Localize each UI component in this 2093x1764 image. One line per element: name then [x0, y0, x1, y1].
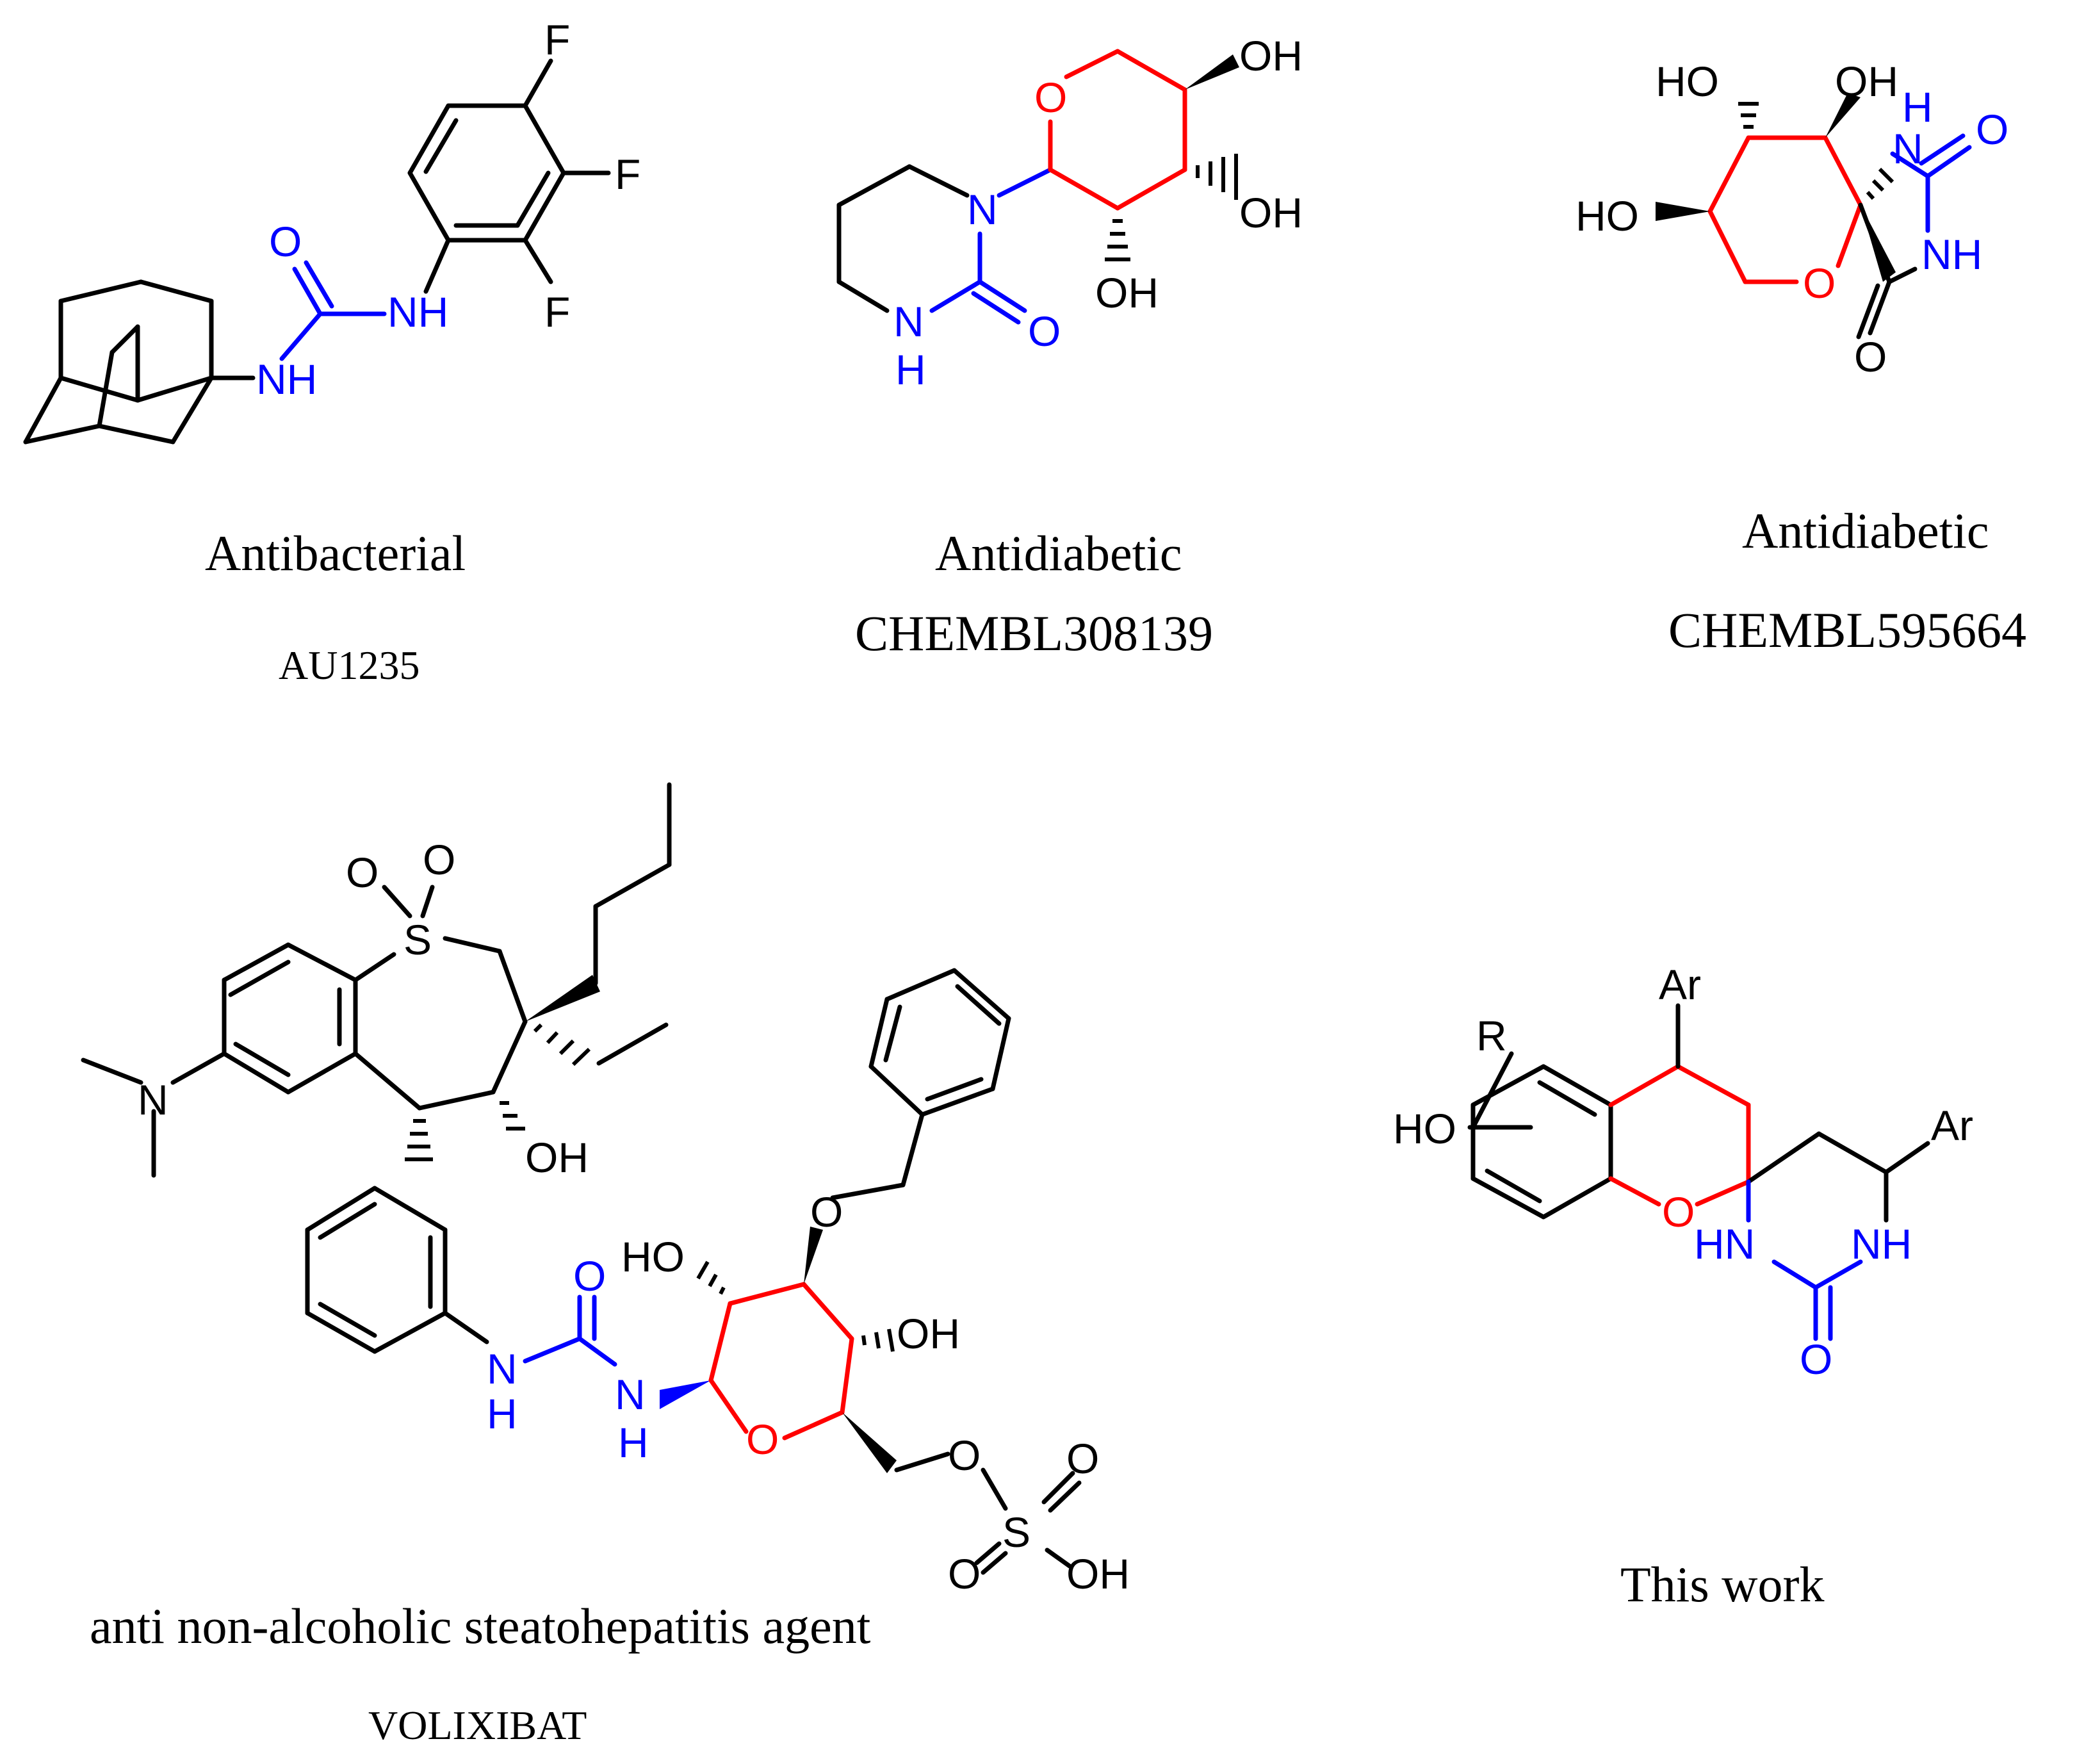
trifluorophenyl-ring: [407, 58, 611, 284]
atom-sulfate-o3: O: [1066, 1435, 1099, 1482]
atom-s: S: [403, 916, 432, 963]
chroman-core: [1467, 1003, 1930, 1341]
atom-ho1: HO: [1656, 58, 1719, 105]
atom-nh-n: N: [893, 298, 924, 345]
atom-nh-adamantyl: NH: [256, 355, 317, 403]
atom-oh1: OH: [1835, 58, 1898, 105]
atom-oh1: OH: [1239, 32, 1303, 79]
atom-carbonyl-o2: O: [1854, 333, 1887, 380]
atom-nh2-n: N: [615, 1371, 646, 1418]
atom-carbonyl-o: O: [1800, 1335, 1832, 1383]
compound-volixibat: O O S N OH HO O OH O N H N H O O S O O O…: [81, 782, 1130, 1748]
atom-f1: F: [544, 16, 570, 63]
pyranose-ring: [1048, 49, 1187, 211]
activity-label: Antibacterial: [205, 525, 466, 581]
atom-f3: F: [544, 288, 570, 336]
atom-hn: HN: [1694, 1220, 1755, 1268]
glucose-ring: [708, 1282, 854, 1441]
atom-sulfate-o4: O: [948, 1550, 981, 1597]
atom-sulfonyl-o2: O: [423, 836, 455, 883]
wedge-bond: [842, 1412, 897, 1473]
atom-ho: HO: [621, 1233, 685, 1280]
atom-oh2: OH: [1239, 189, 1303, 236]
compound-chembl308139: O OH OH OH N N H O Antidiabetic CHEMBL30…: [836, 32, 1303, 661]
phenyl-ring: [305, 1186, 489, 1354]
atom-ho: HO: [1393, 1105, 1456, 1152]
adamantane-cage: [23, 279, 256, 445]
atom-nh-h: H: [895, 346, 926, 393]
hashed-bonds: [696, 1261, 895, 1352]
atom-urea-o: O: [573, 1252, 606, 1300]
atom-ring-o: O: [1034, 74, 1067, 121]
atom-ring-o: O: [1803, 259, 1836, 307]
atom-nh1-h: H: [487, 1390, 517, 1437]
atom-ho2: HO: [1576, 192, 1639, 240]
atom-oh1: OH: [525, 1134, 589, 1181]
atom-ring-o: O: [1662, 1188, 1695, 1236]
wedge-bond: [804, 1227, 823, 1284]
benzyl-group: [830, 968, 1011, 1200]
hashed-bonds: [1738, 102, 1894, 200]
atom-nh: NH: [1851, 1220, 1912, 1268]
atom-oh3: OH: [1095, 269, 1159, 316]
pyrimidinone-ring: [836, 164, 1053, 325]
compound-code: AU1235: [279, 642, 419, 688]
compound-this-work: Ar R HO Ar O HN NH O This work: [1393, 961, 1973, 1612]
compound-au1235: F F F O NH NH Antibacterial AU1235: [23, 16, 640, 688]
activity-label: Antidiabetic: [1742, 503, 1989, 559]
atom-carbonyl-o: O: [1028, 307, 1061, 355]
atom-nh2-h: H: [618, 1419, 649, 1466]
compound-code: CHEMBL595664: [1668, 602, 2026, 658]
urea-linker: [279, 238, 451, 361]
atom-benzyl-o: O: [810, 1188, 843, 1236]
atom-ar2: Ar: [1931, 1102, 1973, 1149]
atom-nh-aryl: NH: [387, 288, 448, 336]
atom-nme2: N: [138, 1076, 168, 1123]
compound-code: VOLIXIBAT: [368, 1703, 587, 1748]
benzothiepine-core: [81, 782, 672, 1178]
atom-nh1-n: N: [487, 1345, 517, 1392]
urea-linker: [523, 1294, 617, 1367]
atom-sulfur: S: [1002, 1508, 1030, 1556]
activity-label: Antidiabetic: [935, 525, 1182, 581]
atom-urea-o: O: [269, 218, 302, 265]
hashed-bonds: [1105, 154, 1238, 261]
atom-nh-h: H: [1902, 83, 1933, 131]
wedge-bond: [1861, 205, 1896, 282]
wedge-bond: [660, 1380, 711, 1409]
wedge-bond: [1656, 202, 1710, 221]
atom-f2: F: [615, 151, 640, 198]
atom-oh2: OH: [897, 1310, 960, 1357]
atom-r: R: [1476, 1012, 1507, 1059]
hashed-bonds: [405, 1023, 591, 1161]
compound-chembl595664: HO OH HO H N O NH O O Antidiabetic CHEMB…: [1576, 58, 2026, 658]
atom-ar1: Ar: [1659, 961, 1701, 1008]
wedge-bond: [1185, 54, 1239, 90]
compound-code: CHEMBL308139: [855, 605, 1213, 661]
sulfate-group: [894, 1451, 1082, 1575]
pyranose-ring: [1707, 135, 1863, 284]
wedge-bond: [525, 975, 600, 1022]
atom-nh-n: N: [1893, 125, 1923, 172]
atom-n: N: [967, 186, 998, 233]
activity-label: This work: [1620, 1556, 1824, 1612]
atom-carbonyl-o1: O: [1976, 106, 2008, 153]
atom-sulfonyl-o1: O: [346, 849, 379, 896]
activity-label: anti non-alcoholic steatohepatitis agent: [90, 1598, 871, 1654]
atom-oh3: OH: [1066, 1550, 1130, 1597]
atom-nh2: NH: [1921, 231, 1982, 278]
wedge-bond: [1825, 93, 1861, 138]
atom-ring-o: O: [746, 1416, 779, 1463]
atom-sulfate-o: O: [948, 1432, 981, 1479]
